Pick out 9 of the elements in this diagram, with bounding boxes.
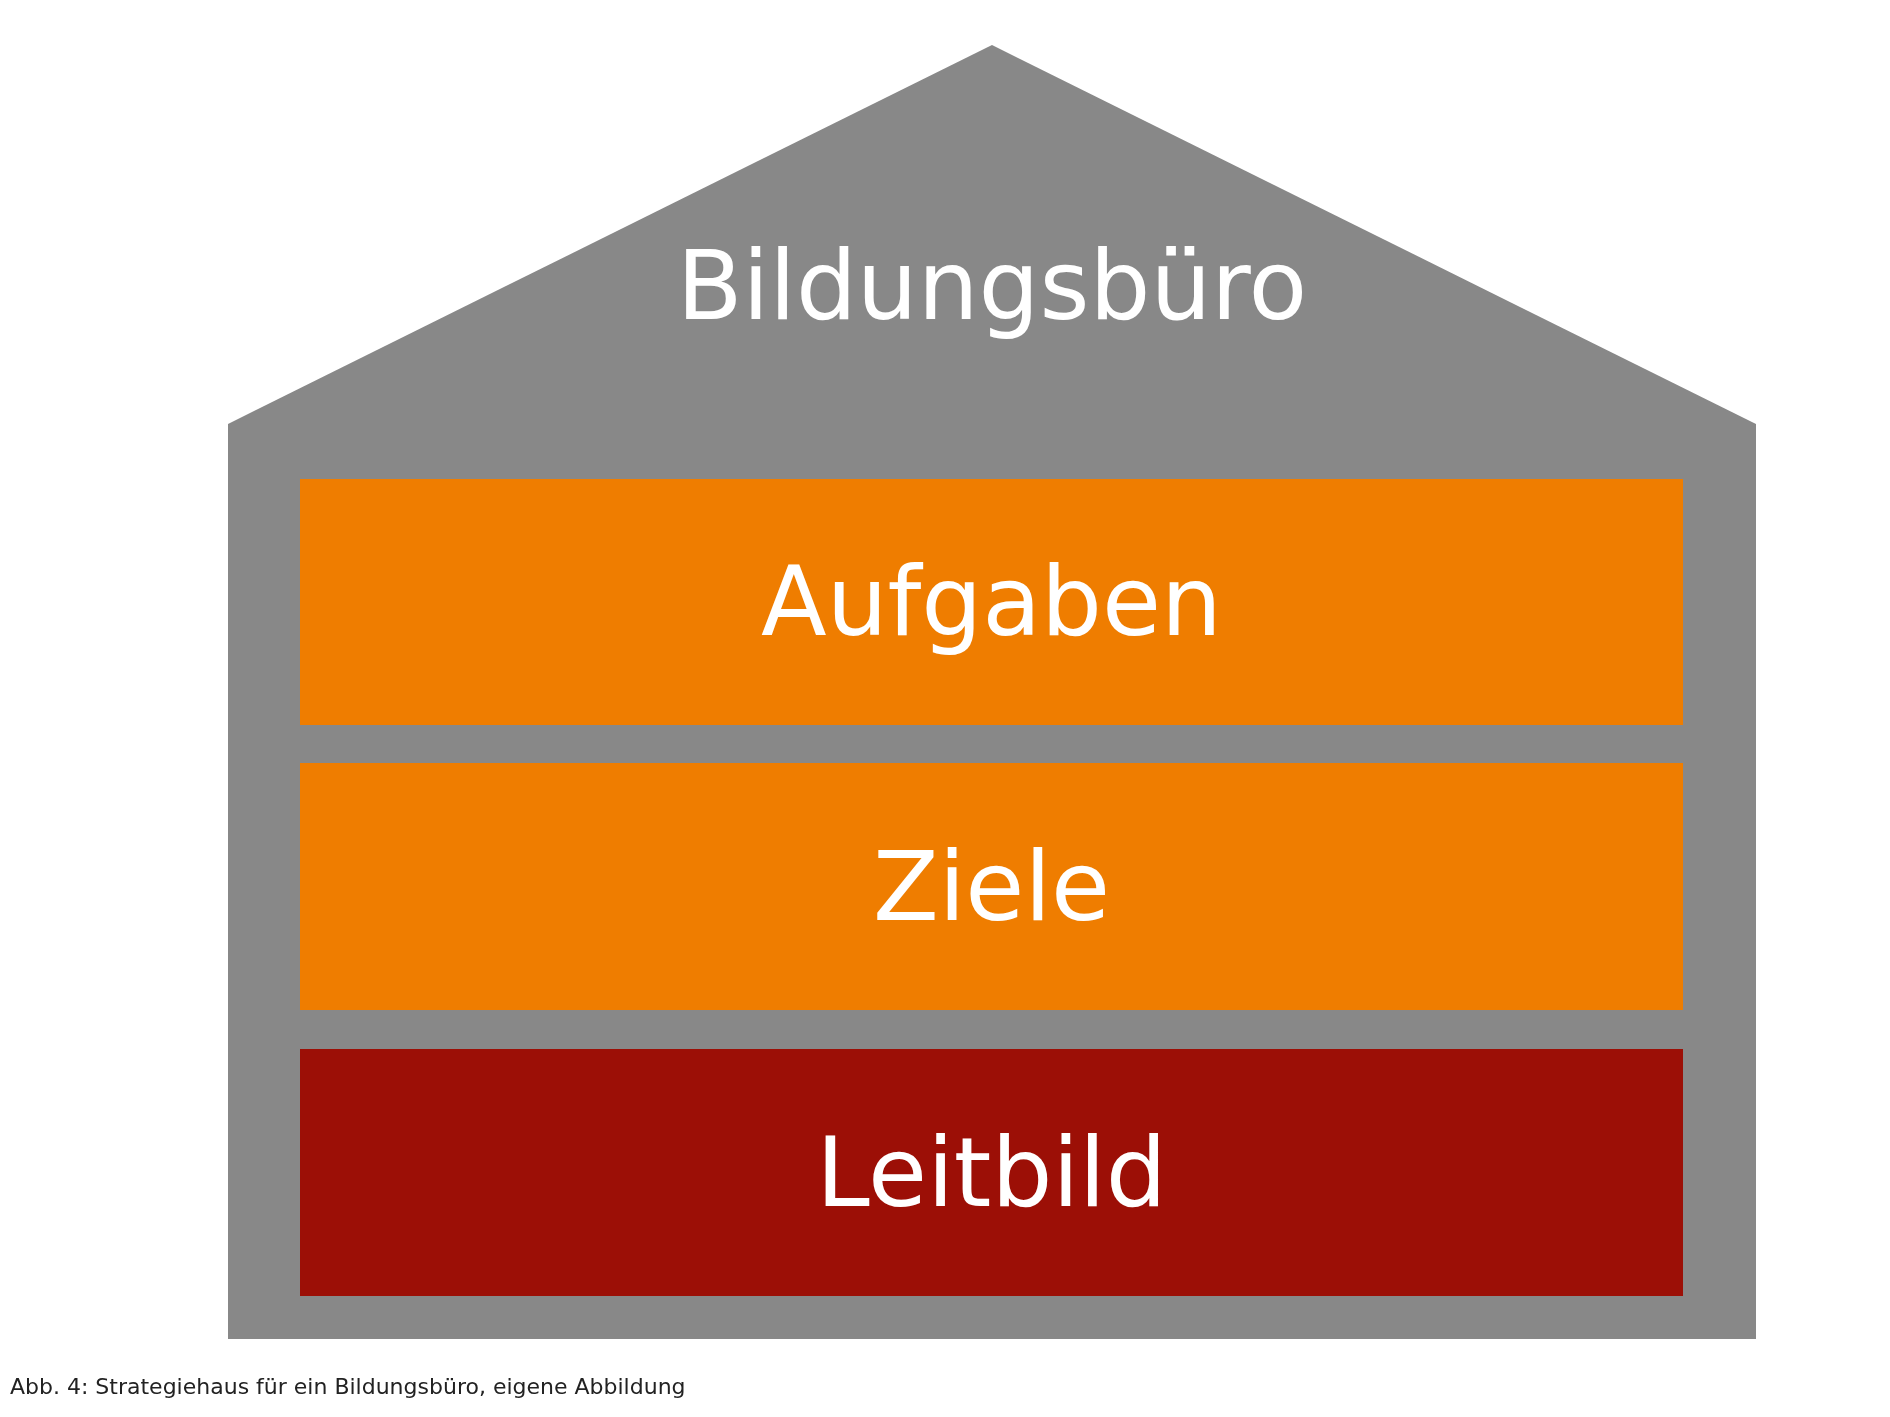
house-title: Bildungsbüro (675, 230, 1309, 342)
caption: Abb. 4: Strategiehaus für ein Bildungsbüro, eigene Abbildung (10, 1374, 686, 1399)
layer-label: Ziele (871, 830, 1112, 943)
layer-band (300, 479, 1683, 725)
layer-band (300, 763, 1683, 1010)
layer-label: Aufgaben (760, 546, 1223, 658)
house-shape (228, 45, 1756, 1339)
layer-band (300, 1049, 1683, 1296)
layer-label: Leitbild (815, 1116, 1168, 1229)
